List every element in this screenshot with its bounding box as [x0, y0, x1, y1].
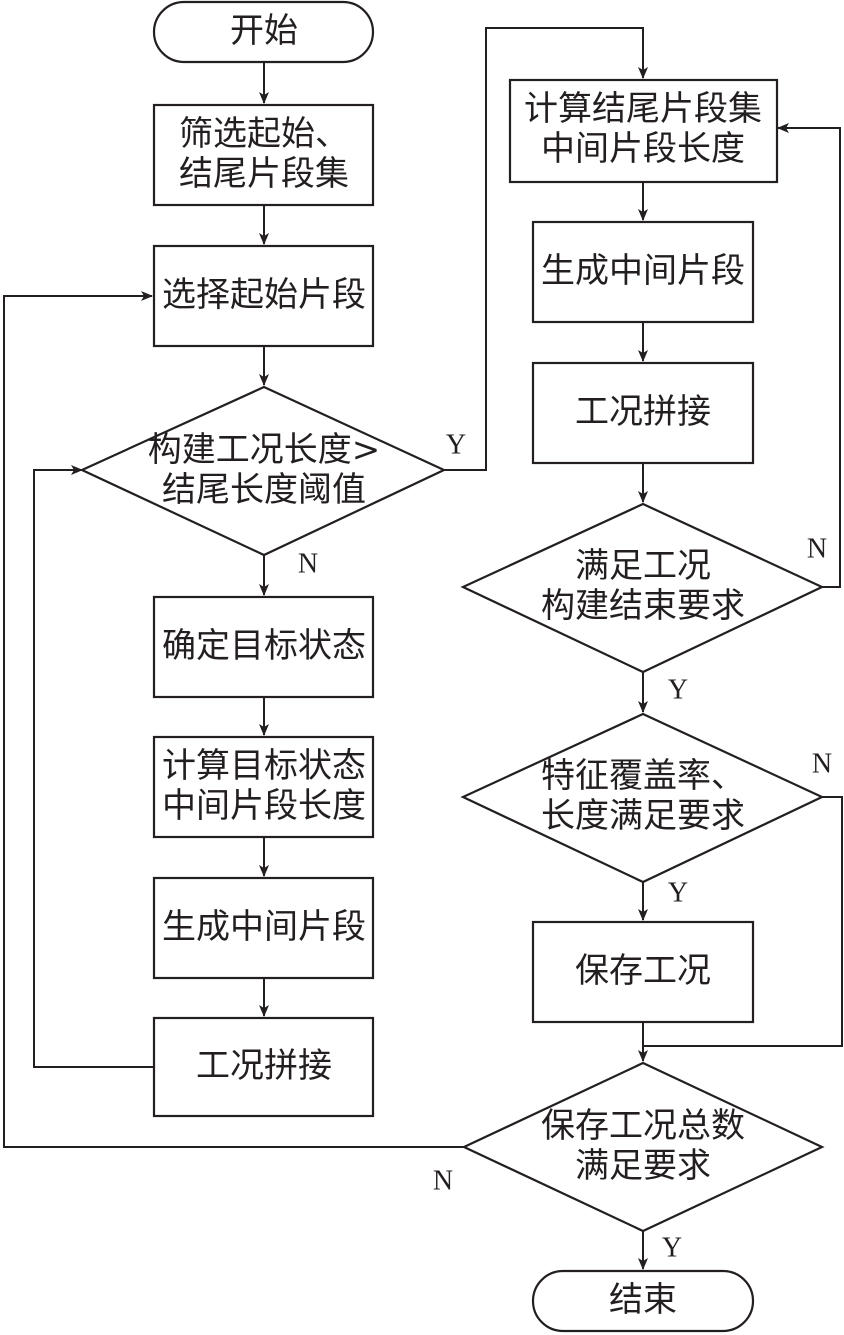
node-select-start: 选择起始片段: [152, 244, 375, 348]
node-splice-right: 工况拼接: [531, 361, 755, 465]
node-coverage-check-line2: 长度满足要求: [541, 796, 745, 836]
node-calc-mid-target-line1: 计算目标状态: [162, 746, 366, 786]
node-filter: 筛选起始、 结尾片段集: [152, 103, 375, 207]
edge-build-no: [777, 123, 841, 588]
node-calc-mid-tail-line1: 计算结尾片段集: [524, 89, 762, 129]
node-build-done-check-line2: 构建结束要求: [541, 586, 745, 626]
connectors: [3, 27, 843, 1270]
node-save-label: 保存工况: [575, 951, 711, 991]
node-calc-mid-tail: 计算结尾片段集 中间片段长度: [508, 78, 779, 184]
node-start: 开始: [152, 0, 375, 64]
node-splice-left: 工况拼接: [152, 1016, 375, 1118]
label-length-no: N: [298, 548, 318, 579]
label-coverage-yes: Y: [668, 877, 688, 908]
node-target-state: 确定目标状态: [152, 595, 375, 699]
label-total-no: N: [433, 1165, 453, 1196]
label-build-yes: Y: [668, 674, 688, 705]
label-build-no: N: [807, 533, 827, 564]
node-gen-mid-left: 生成中间片段: [152, 876, 375, 980]
node-calc-mid-target: 计算目标状态 中间片段长度: [152, 735, 375, 839]
node-save: 保存工况: [531, 920, 755, 1024]
node-total-check-line1: 保存工况总数: [541, 1106, 745, 1146]
node-splice-right-label: 工况拼接: [575, 392, 711, 432]
node-end-label: 结束: [609, 1280, 677, 1320]
node-build-done-check: 满足工况 构建结束要求: [460, 502, 825, 674]
node-length-check: 构建工况长度> 结尾长度阈值: [79, 385, 447, 557]
node-gen-mid-right-label: 生成中间片段: [541, 251, 745, 291]
node-coverage-check-line1: 特征覆盖率、: [541, 756, 745, 796]
node-calc-mid-tail-line2: 中间片段长度: [541, 129, 745, 169]
node-length-check-line1: 构建工况长度>: [148, 430, 381, 470]
node-target-state-label: 确定目标状态: [162, 626, 366, 666]
edge-check-yes: [444, 27, 648, 471]
node-length-check-line2: 结尾长度阈值: [162, 470, 366, 510]
node-total-check-line2: 满足要求: [575, 1146, 711, 1186]
label-coverage-no: N: [812, 748, 832, 779]
node-build-done-check-line1: 满足工况: [575, 546, 711, 586]
node-start-label: 开始: [230, 11, 298, 51]
label-length-yes: Y: [446, 429, 466, 460]
node-select-start-label: 选择起始片段: [162, 275, 366, 315]
label-total-yes: Y: [662, 1232, 682, 1263]
edge-coverage-no: [643, 796, 843, 1047]
node-splice-left-label: 工况拼接: [196, 1046, 332, 1086]
node-calc-mid-target-line2: 中间片段长度: [162, 786, 366, 826]
node-gen-mid-left-label: 生成中间片段: [162, 907, 366, 947]
node-coverage-check: 特征覆盖率、 长度满足要求: [460, 712, 825, 884]
node-end: 结束: [531, 1269, 755, 1333]
node-total-check: 保存工况总数 满足要求: [461, 1061, 825, 1233]
node-filter-line1: 筛选起始、: [179, 114, 349, 154]
edge-total-no: [3, 291, 464, 1148]
node-filter-line2: 结尾片段集: [179, 154, 349, 194]
edge-labels: Y N N Y N Y N Y: [298, 429, 832, 1263]
edge-splice-loop: [33, 465, 154, 1068]
node-gen-mid-right: 生成中间片段: [531, 220, 755, 324]
